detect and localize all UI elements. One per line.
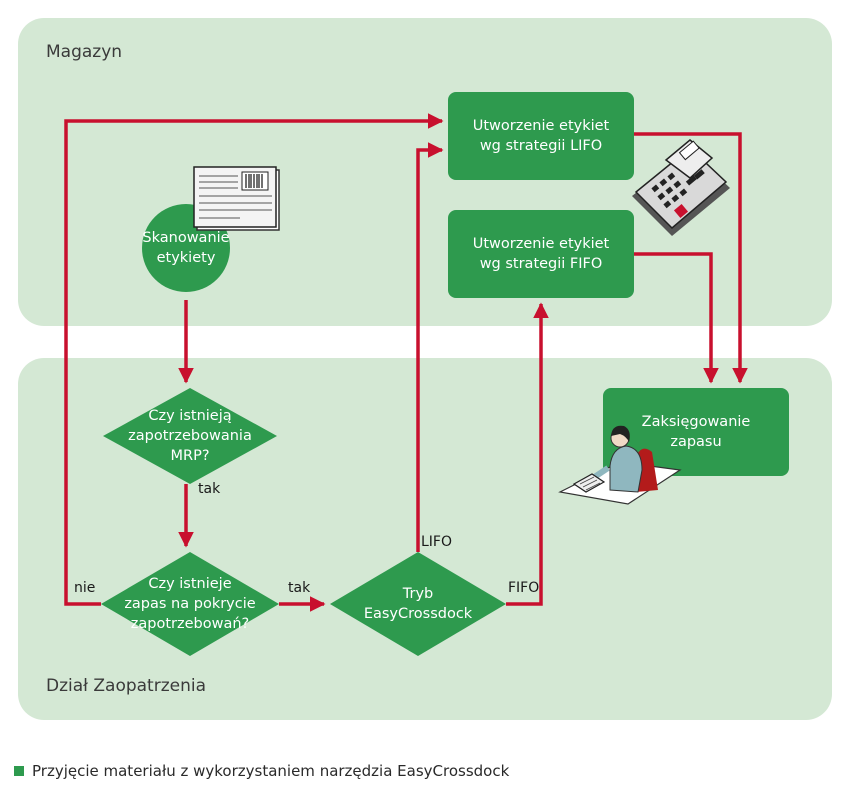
stock-line-1: Czy istnieje [148,576,232,592]
edge-label-mrp-yes: tak [198,481,221,497]
mrp-line-2: zapotrzebowania [128,428,252,444]
arrow-stock-no-to-lifo [64,113,444,606]
stock-line-3: zapotrzebowań? [130,616,250,632]
fifo-labels-text: Utworzenie etykiet wg strategii FIFO [448,210,634,298]
posting-line-2: zapasu [670,434,722,450]
edge-label-fifo: FIFO [508,580,540,596]
mode-line-2: EasyCrossdock [363,606,473,622]
caption-text: Przyjęcie materiału z wykorzystaniem nar… [32,762,510,780]
scan-line-1: Skanowanie [142,230,230,246]
arrow-lifo-to-posting [634,132,748,384]
mode-label: Tryb EasyCrossdock [340,584,496,624]
mrp-question-label: Czy istnieją zapotrzebowania MRP? [110,406,270,466]
cash-register-icon [632,139,730,236]
lifo-labels-text: Utworzenie etykiet wg strategii LIFO [448,92,634,180]
document-icon [193,166,280,231]
fifo-labels-node [448,210,634,298]
lifo-labels-node [448,92,634,180]
mode-node [330,552,506,656]
arrow-mode-lifo [416,142,444,552]
lane-label-magazyn: Magazyn [46,42,123,62]
lifo-line-1: Utworzenie etykiet [472,118,610,134]
fifo-line-1: Utworzenie etykiet [472,236,610,252]
stock-question-label: Czy istnieje zapas na pokrycie zapotrzeb… [104,574,276,634]
arrow-fifo-to-posting [634,252,719,384]
caption-bullet [14,766,24,776]
arrow-mode-fifo [506,302,549,606]
mode-line-1: Tryb [402,586,434,602]
posting-text: Zaksięgowanie zapasu [603,388,789,476]
mrp-line-3: MRP? [170,448,210,464]
office-worker-icon [558,425,682,505]
edge-label-stock-no: nie [74,580,96,596]
lifo-line-2: wg strategii LIFO [479,138,603,154]
edge-label-stock-yes: tak [288,580,311,596]
mrp-question-node [103,388,277,484]
posting-line-1: Zaksięgowanie [641,414,751,430]
mrp-line-1: Czy istnieją [148,408,232,424]
lane-label-dzial-zaopatrzenia: Dział Zaopatrzenia [46,676,207,696]
fifo-line-2: wg strategii FIFO [479,256,603,272]
figure-caption: Przyjęcie materiału z wykorzystaniem nar… [14,762,509,780]
scan-line-2: etykiety [156,250,216,266]
stock-question-node [101,552,279,656]
stock-line-2: zapas na pokrycie [124,596,256,612]
edge-label-lifo: LIFO [421,534,453,550]
scan-node-label: Skanowanie etykiety [142,228,230,268]
